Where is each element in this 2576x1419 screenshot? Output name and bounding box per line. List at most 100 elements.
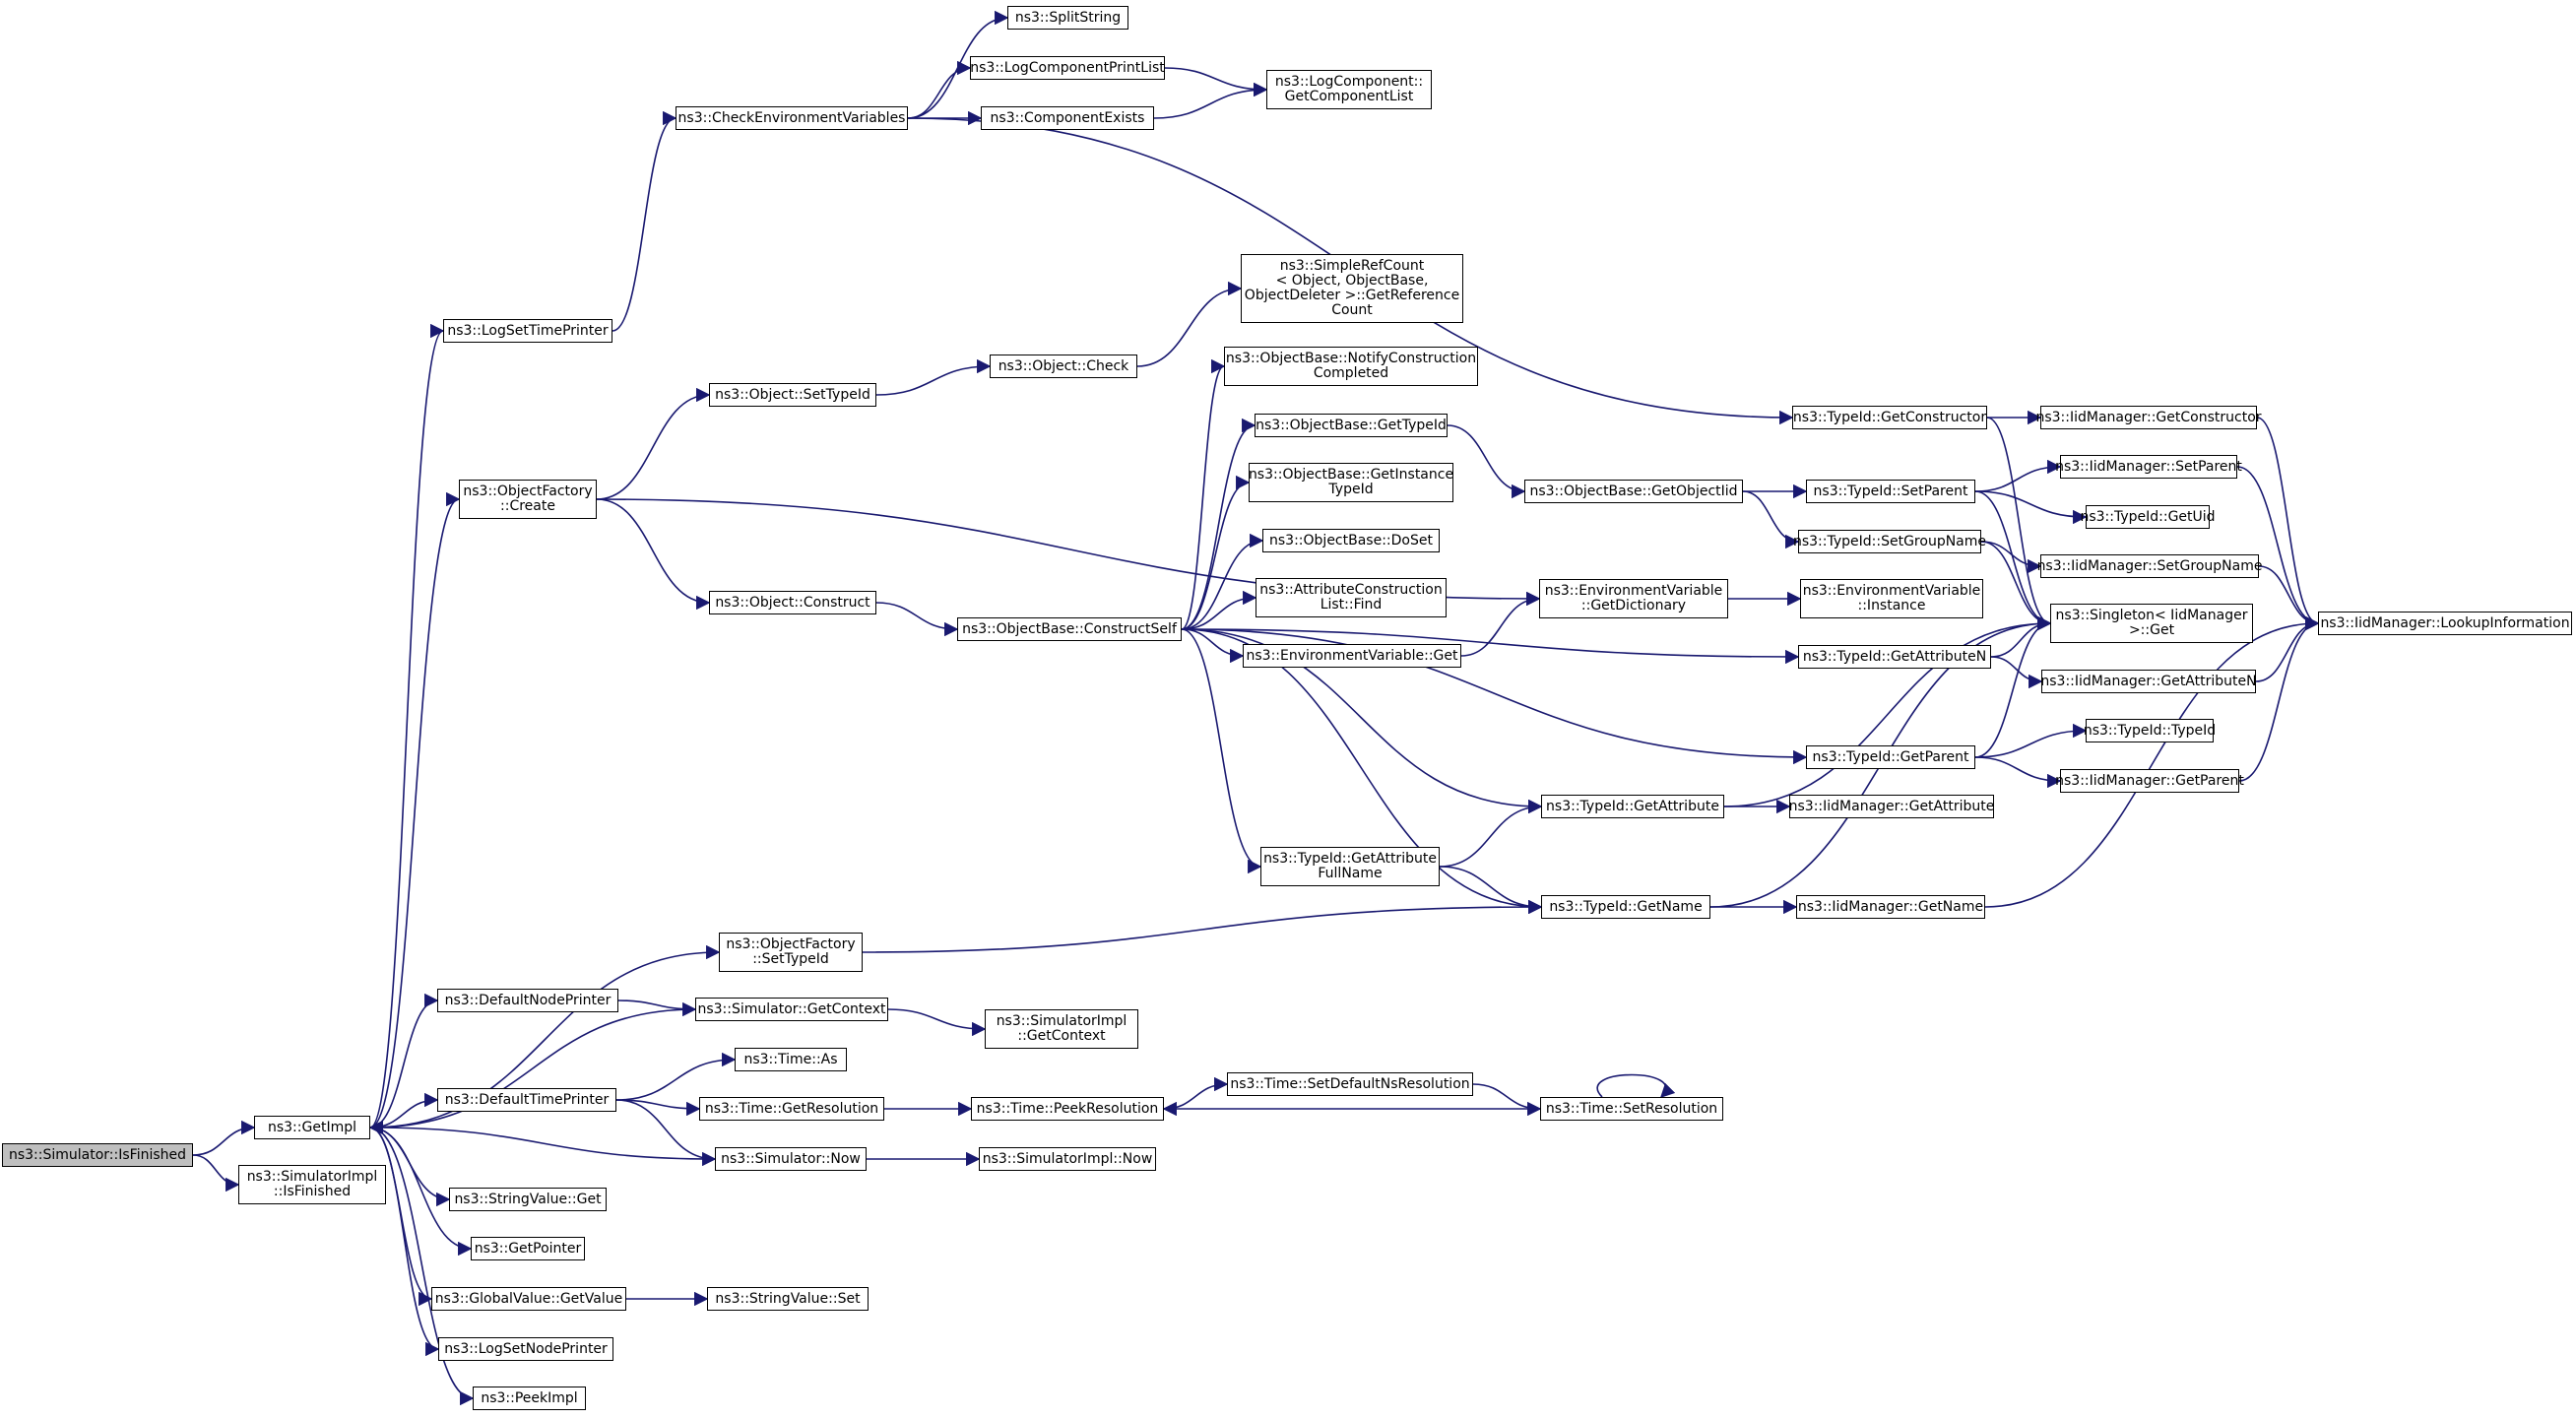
- edge-get-impl-to-get-pointer: [369, 1127, 473, 1257]
- node-time-setdefaultns[interactable]: ns3::Time::SetDefaultNsResolution: [1227, 1072, 1473, 1096]
- node-time-as[interactable]: ns3::Time::As: [735, 1048, 847, 1071]
- node-iidmanager-getparent[interactable]: ns3::IidManager::GetParent: [2055, 769, 2244, 793]
- node-object-factory-create[interactable]: ns3::ObjectFactory::Create: [459, 480, 597, 519]
- node-objectbase-gettypeid[interactable]: ns3::ObjectBase::GetTypeId: [1255, 414, 1448, 437]
- node-objectbase-getobjectiid[interactable]: ns3::ObjectBase::GetObjectIid: [1524, 480, 1743, 503]
- node-label-line: ns3::TypeId::GetConstructor: [1792, 409, 1987, 425]
- node-iidmanager-getname[interactable]: ns3::IidManager::GetName: [1796, 895, 1985, 919]
- edge-typeid-getattribute-to-singleton-get: [1723, 615, 2052, 807]
- node-label-line: ::Instance: [1857, 598, 1926, 613]
- edge-objectbase-gettypeid-to-objectbase-getobjectiid: [1447, 424, 1526, 499]
- edge-object-factory-settypeid-to-typeid-getname: [862, 899, 1543, 953]
- node-label-line: ns3::Time::SetResolution: [1545, 1100, 1718, 1117]
- node-simimpl-now[interactable]: ns3::SimulatorImpl::Now: [979, 1147, 1156, 1171]
- node-default-node-printer[interactable]: ns3::DefaultNodePrinter: [437, 989, 618, 1012]
- node-typeid-setgroupname[interactable]: ns3::TypeId::SetGroupName: [1793, 530, 1986, 553]
- node-label-line: Count: [1331, 302, 1373, 318]
- node-object-construct[interactable]: ns3::Object::Construct: [709, 591, 876, 614]
- node-envvar-instance[interactable]: ns3::EnvironmentVariable::Instance: [1800, 579, 1983, 618]
- edge-get-impl-to-default-node-printer: [369, 993, 439, 1129]
- node-object-check[interactable]: ns3::Object::Check: [990, 355, 1137, 378]
- node-typeid-getparent[interactable]: ns3::TypeId::GetParent: [1806, 745, 1975, 769]
- node-typeid-getattribute[interactable]: ns3::TypeId::GetAttribute: [1541, 795, 1724, 818]
- node-typeid-getconstructor[interactable]: ns3::TypeId::GetConstructor: [1792, 406, 1987, 429]
- node-label-line: ::Create: [500, 498, 555, 514]
- node-label-line: GetComponentList: [1284, 89, 1414, 104]
- edge-check-env-vars-to-log-component-print-list: [907, 60, 972, 119]
- node-label-line: ns3::IidManager::GetConstructor: [2035, 409, 2262, 425]
- node-label-line: ns3::EnvironmentVariable::Get: [1246, 647, 1458, 664]
- node-get-pointer[interactable]: ns3::GetPointer: [471, 1237, 585, 1260]
- node-iidmanager-getconstructor[interactable]: ns3::IidManager::GetConstructor: [2035, 406, 2262, 429]
- node-label-line: ns3::TypeId::SetGroupName: [1792, 533, 1987, 549]
- node-iidmanager-setparent[interactable]: ns3::IidManager::SetParent: [2055, 455, 2242, 479]
- node-typeid-getuid[interactable]: ns3::TypeId::GetUid: [2080, 505, 2216, 529]
- edge-object-factory-create-to-object-settypeid: [596, 387, 711, 500]
- node-iidmanager-lookup[interactable]: ns3::IidManager::LookupInformation: [2318, 612, 2572, 635]
- node-label-line: ns3::SimulatorImpl::Now: [982, 1150, 1153, 1167]
- node-typeid-getattributen[interactable]: ns3::TypeId::GetAttributeN: [1798, 645, 1991, 669]
- node-time-setresolution[interactable]: ns3::Time::SetResolution: [1540, 1097, 1723, 1121]
- node-typeid-typeid[interactable]: ns3::TypeId::TypeId: [2084, 719, 2216, 742]
- node-label-line: ns3::IidManager::GetAttributeN: [2040, 673, 2257, 689]
- node-globalvalue-getvalue[interactable]: ns3::GlobalValue::GetValue: [431, 1287, 626, 1311]
- node-label-line: ns3::ObjectBase::NotifyConstruction: [1225, 351, 1477, 366]
- node-iidmanager-getattribute[interactable]: ns3::IidManager::GetAttribute: [1789, 795, 1994, 818]
- node-iidmanager-getattributen[interactable]: ns3::IidManager::GetAttributeN: [2040, 670, 2257, 693]
- node-log-set-node-printer[interactable]: ns3::LogSetNodePrinter: [438, 1337, 613, 1361]
- node-object-factory-settypeid[interactable]: ns3::ObjectFactory::SetTypeId: [719, 933, 863, 972]
- node-envvar-getdictionary[interactable]: ns3::EnvironmentVariable::GetDictionary: [1539, 579, 1728, 618]
- edge-iidmanager-setparent-to-iidmanager-lookup: [2236, 466, 2320, 631]
- node-label-line: ns3::Object::Construct: [715, 594, 870, 611]
- edge-time-setdefaultns-to-time-setresolution: [1472, 1083, 1542, 1117]
- node-simimpl-getcontext[interactable]: ns3::SimulatorImpl::GetContext: [985, 1009, 1138, 1049]
- node-split-string[interactable]: ns3::SplitString: [1007, 6, 1128, 30]
- edge-typeid-getattributen-to-iidmanager-getattributen: [1990, 656, 2043, 689]
- node-singleton-get[interactable]: ns3::Singleton< IidManager>::Get: [2050, 604, 2253, 643]
- node-time-getresolution[interactable]: ns3::Time::GetResolution: [699, 1097, 884, 1121]
- node-label-line: ns3::Singleton< IidManager: [2055, 608, 2248, 623]
- node-typeid-getname[interactable]: ns3::TypeId::GetName: [1541, 895, 1710, 919]
- node-objectbase-doset[interactable]: ns3::ObjectBase::DoSet: [1262, 529, 1440, 552]
- node-simple-ref-count[interactable]: ns3::SimpleRefCount< Object, ObjectBase,…: [1241, 254, 1463, 323]
- edge-objectbase-constructself-to-typeid-getattributen: [1181, 628, 1800, 665]
- node-get-impl[interactable]: ns3::GetImpl: [254, 1116, 370, 1139]
- node-time-peekresolution[interactable]: ns3::Time::PeekResolution: [971, 1097, 1164, 1121]
- node-log-component-print-list[interactable]: ns3::LogComponentPrintList: [970, 56, 1165, 80]
- node-label-line: ns3::LogSetTimePrinter: [447, 322, 609, 339]
- node-object-settypeid[interactable]: ns3::Object::SetTypeId: [709, 383, 876, 407]
- node-simimpl-isfinished[interactable]: ns3::SimulatorImpl::IsFinished: [238, 1165, 386, 1204]
- node-is-finished: ns3::Simulator::IsFinished: [2, 1143, 193, 1167]
- node-label-line: ns3::ObjectFactory: [463, 484, 593, 499]
- node-component-exists[interactable]: ns3::ComponentExists: [981, 106, 1154, 130]
- node-stringvalue-get[interactable]: ns3::StringValue::Get: [449, 1188, 607, 1211]
- edge-time-setresolution-to-time-setresolution: [1596, 1073, 1676, 1099]
- node-label-line: ns3::ObjectBase::DoSet: [1269, 532, 1433, 548]
- node-simulator-getcontext[interactable]: ns3::Simulator::GetContext: [695, 998, 888, 1021]
- node-objectbase-constructself[interactable]: ns3::ObjectBase::ConstructSelf: [957, 617, 1182, 641]
- edge-is-finished-to-simimpl-isfinished: [192, 1154, 240, 1193]
- node-label-line: ns3::GlobalValue::GetValue: [434, 1290, 623, 1307]
- node-label-line: FullName: [1318, 866, 1383, 881]
- node-peek-impl[interactable]: ns3::PeekImpl: [473, 1387, 586, 1410]
- node-label-line: ns3::PeekImpl: [481, 1389, 578, 1406]
- node-check-env-vars[interactable]: ns3::CheckEnvironmentVariables: [676, 106, 908, 130]
- node-log-component-get-list[interactable]: ns3::LogComponent::GetComponentList: [1266, 70, 1432, 109]
- node-default-time-printer[interactable]: ns3::DefaultTimePrinter: [437, 1088, 616, 1112]
- node-envvar-get[interactable]: ns3::EnvironmentVariable::Get: [1243, 644, 1461, 668]
- node-typeid-setparent[interactable]: ns3::TypeId::SetParent: [1806, 480, 1975, 503]
- edge-objectbase-getobjectiid-to-typeid-setgroupname: [1742, 490, 1800, 549]
- node-simulator-now[interactable]: ns3::Simulator::Now: [715, 1147, 867, 1171]
- node-label-line: ns3::Simulator::Now: [721, 1150, 861, 1167]
- edge-objectbase-constructself-to-objectbase-notify: [1181, 358, 1226, 630]
- node-label-line: ns3::ObjectBase::GetObjectIid: [1529, 483, 1738, 499]
- node-label-line: ns3::IidManager::GetAttribute: [1788, 798, 1995, 814]
- node-label-line: TypeId: [1328, 482, 1374, 497]
- node-iidmanager-setgroupname[interactable]: ns3::IidManager::SetGroupName: [2037, 554, 2262, 578]
- node-log-set-time-printer[interactable]: ns3::LogSetTimePrinter: [443, 319, 612, 343]
- node-stringvalue-set[interactable]: ns3::StringValue::Set: [707, 1287, 869, 1311]
